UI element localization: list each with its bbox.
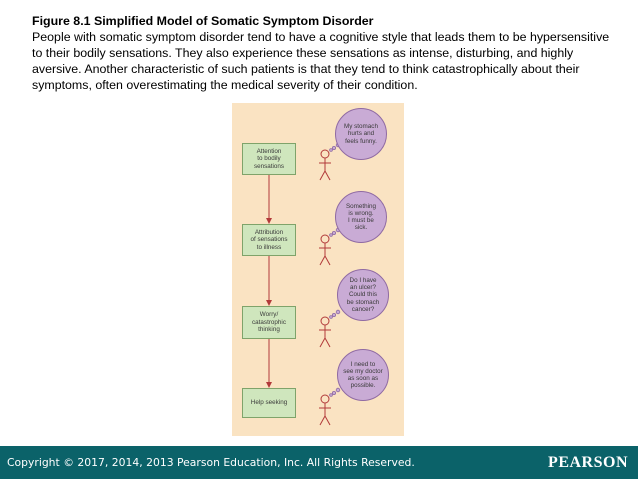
- pearson-logo: PEARSON: [548, 454, 628, 471]
- step-attribution-box: Attribution of sensations to illness: [242, 224, 296, 256]
- step-attention-box: Attention to bodily sensations: [242, 143, 296, 175]
- figure-description: People with somatic symptom disorder ten…: [32, 30, 610, 92]
- thought-bubble-4: I need to see my doctor as soon as possi…: [337, 349, 389, 401]
- diagram-panel: Attention to bodily sensations Attributi…: [232, 103, 404, 436]
- step-help-seeking-box: Help seeking: [242, 388, 296, 418]
- figure-caption: Figure 8.1 Simplified Model of Somatic S…: [32, 13, 622, 93]
- stick-figure-2: [319, 234, 331, 266]
- diagram-graphics: [266, 142, 341, 426]
- stick-figure-1: [319, 149, 331, 181]
- stick-figure-3: [319, 316, 331, 348]
- footer-bar: Copyright © 2017, 2014, 2013 Pearson Edu…: [0, 446, 638, 479]
- thought-bubble-1: My stomach hurts and feels funny.: [335, 108, 387, 160]
- thought-bubble-2: Something is wrong. I must be sick.: [335, 191, 387, 243]
- thought-bubble-3: Do I have an ulcer? Could this be stomac…: [337, 269, 389, 321]
- thought-dots: [329, 142, 341, 397]
- copyright-text: Copyright © 2017, 2014, 2013 Pearson Edu…: [7, 456, 415, 469]
- step-worry-box: Worry/ catastrophic thinking: [242, 306, 296, 339]
- figure-title: Figure 8.1 Simplified Model of Somatic S…: [32, 14, 374, 28]
- stick-figure-4: [319, 394, 331, 426]
